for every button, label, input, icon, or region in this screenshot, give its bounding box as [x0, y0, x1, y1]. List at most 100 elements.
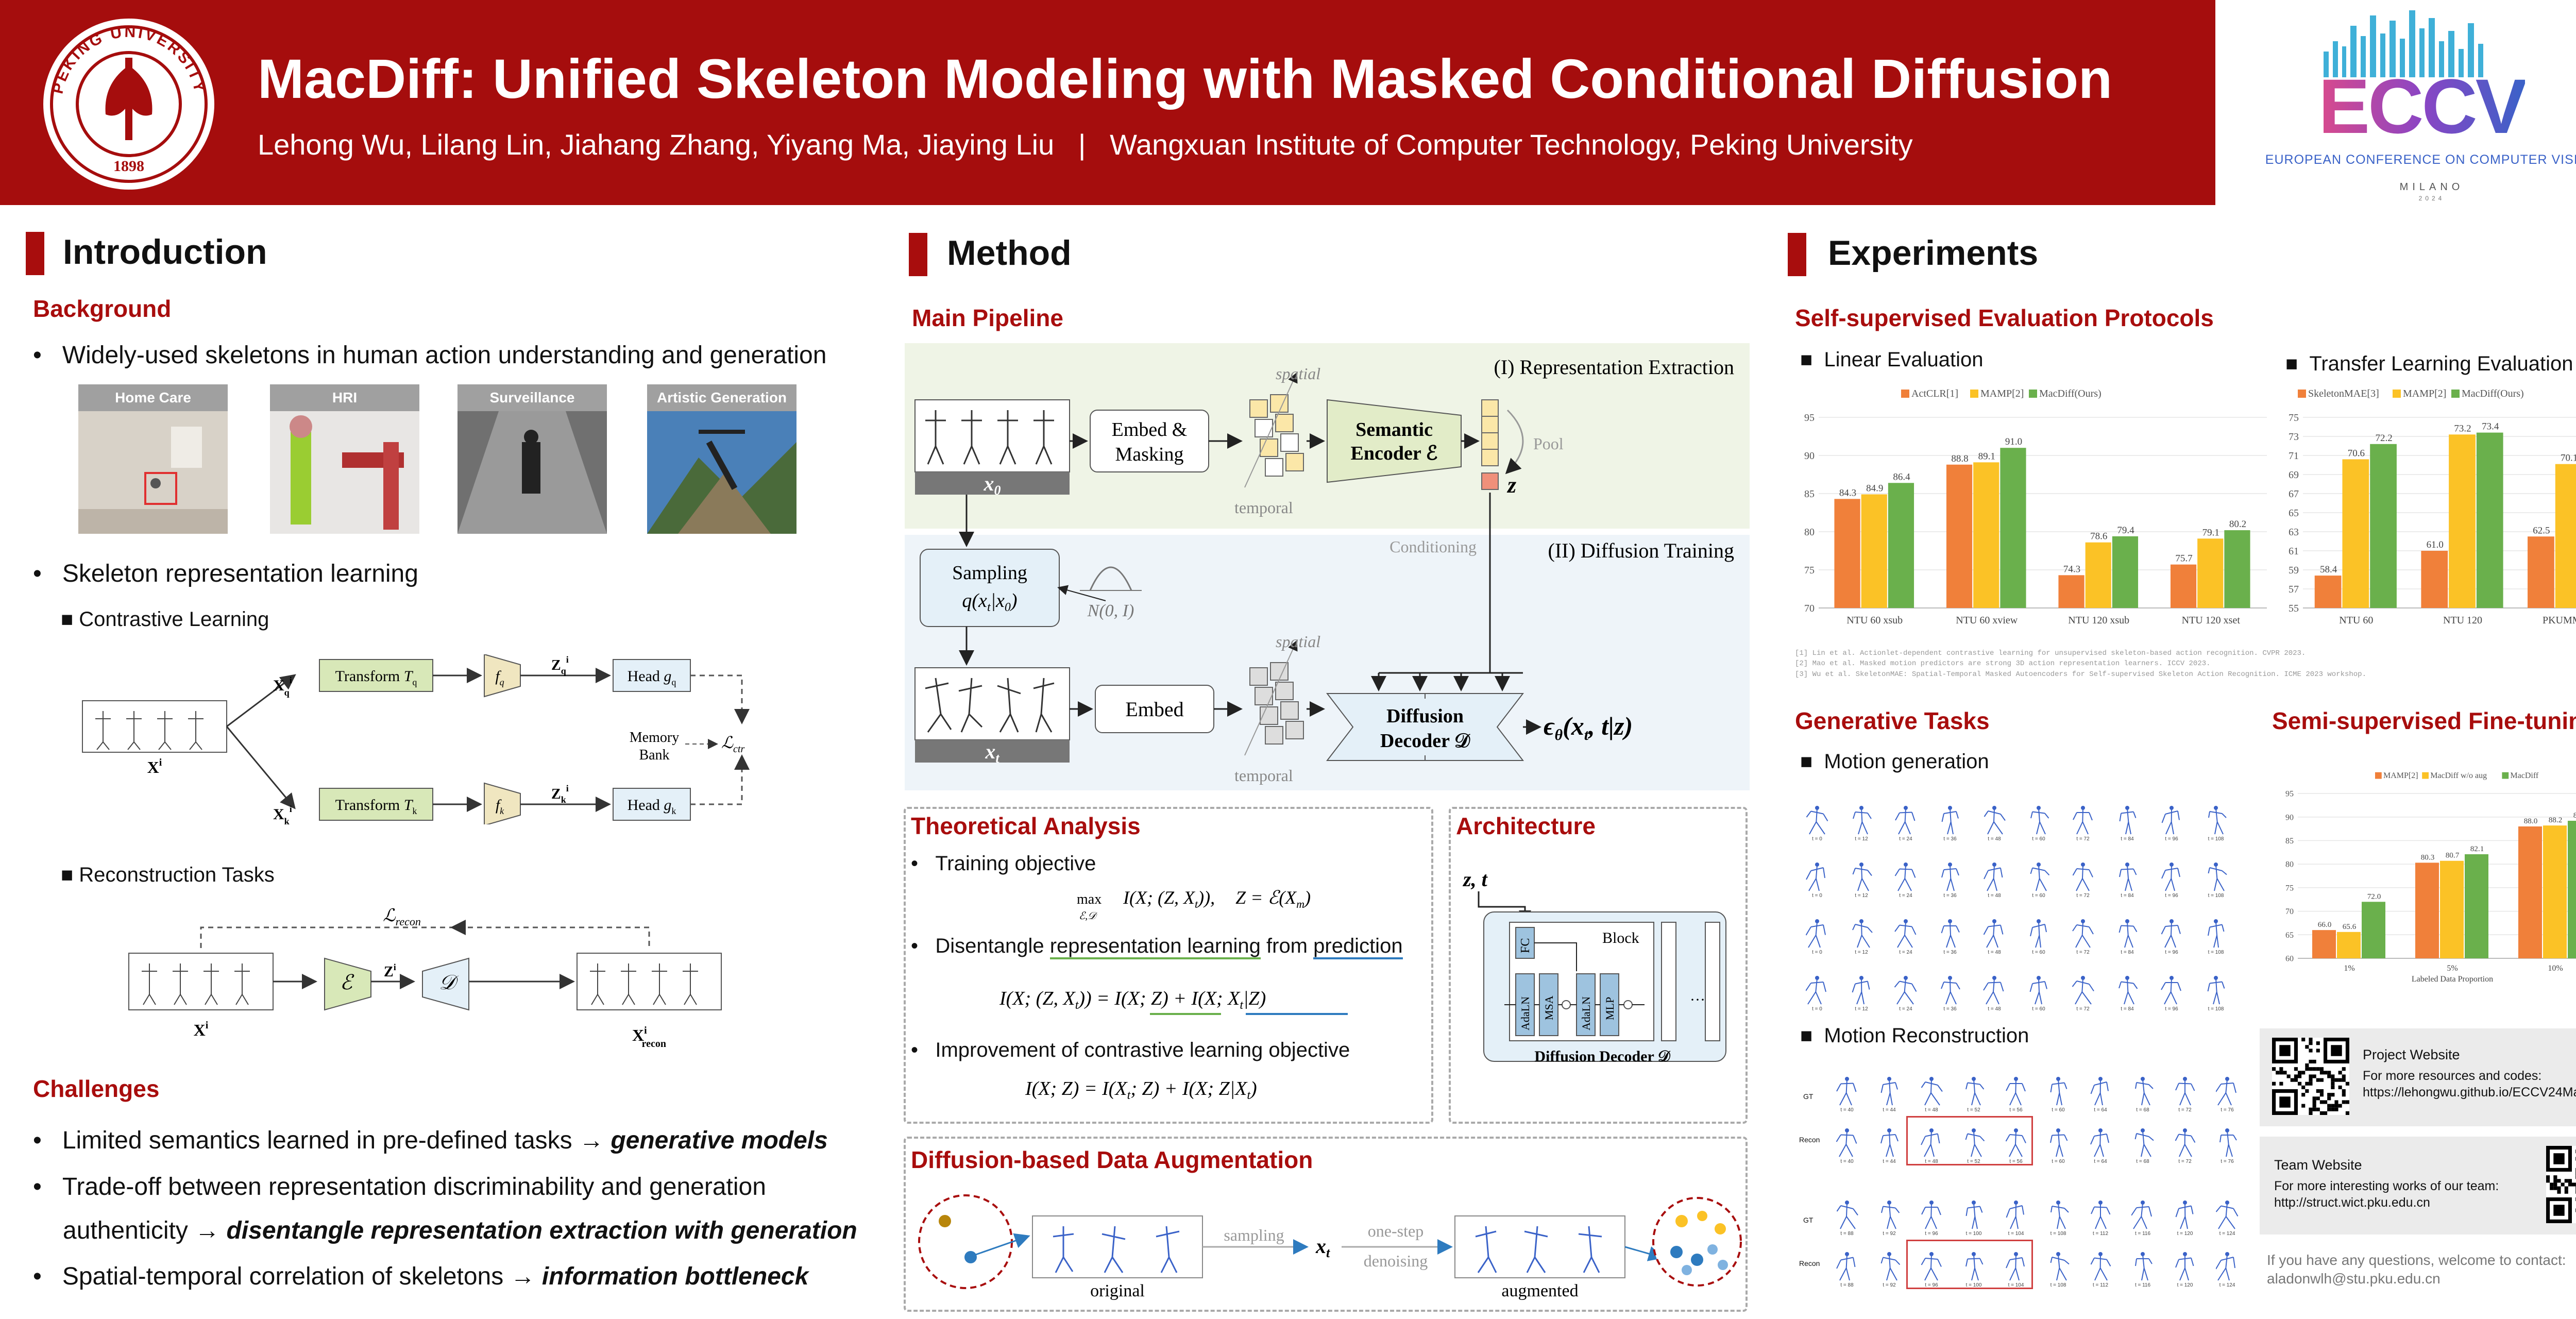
legend-swatch — [2393, 390, 2401, 398]
data-label: 84.3 — [1839, 487, 1856, 498]
augmentation-heading: Diffusion-based Data Augmentation — [911, 1146, 1313, 1173]
frame-time-label: t = 36 — [1943, 836, 1957, 842]
frame-time-label: t = 100 — [1965, 1231, 1982, 1237]
svg-text:Head gk: Head gk — [628, 797, 676, 816]
svg-text:temporal: temporal — [1234, 498, 1293, 517]
legend-swatch — [1901, 390, 1909, 398]
svg-text:Sampling: Sampling — [952, 562, 1027, 584]
section-marker — [909, 233, 927, 276]
legend-swatch — [2298, 390, 2306, 398]
skeleton-frame: t = 108 — [2194, 955, 2238, 1012]
skeleton-frame: t = 52 — [1953, 1061, 1995, 1113]
legend-label: MAMP[2] — [1980, 388, 2024, 399]
bar — [2421, 551, 2448, 608]
contact-email[interactable]: aladonwlh@stu.pku.edu.cn — [2267, 1271, 2441, 1287]
x-tick-label: NTU 120 — [2443, 615, 2482, 626]
x-tick-label: NTU 120 xset — [2182, 615, 2241, 626]
frame-time-label: t = 48 — [1988, 1006, 2001, 1012]
skeleton-frame: t = 0 — [1795, 899, 1839, 955]
y-tick-label: 85 — [2285, 837, 2294, 845]
bar — [2058, 575, 2084, 608]
frame-time-label: t = 96 — [2165, 893, 2178, 899]
seal-year: 1898 — [113, 158, 144, 175]
skeleton-frame: t = 48 — [1972, 899, 2016, 955]
frame-time-label: t = 76 — [2221, 1159, 2234, 1164]
bar — [1834, 499, 1860, 608]
project-qr-code[interactable] — [2272, 1038, 2349, 1115]
skeleton-frame: t = 64 — [2079, 1113, 2122, 1164]
svg-text:Block: Block — [1602, 929, 1639, 946]
y-tick-label: 65 — [2289, 508, 2299, 519]
svg-text:Zqi: Zqi — [551, 654, 569, 676]
frame-time-label: t = 88 — [1840, 1231, 1854, 1237]
data-label: 72.2 — [2375, 433, 2392, 444]
frame-time-label: t = 12 — [1855, 836, 1868, 842]
x-tick-label: 5% — [2447, 964, 2458, 973]
svg-text:AdaLN: AdaLN — [1519, 996, 1532, 1030]
svg-text:···: ··· — [1690, 991, 1705, 1008]
svg-text:FC: FC — [1519, 938, 1532, 953]
challenge-2b: authenticity → disentangle representatio… — [63, 1217, 857, 1244]
svg-text:ℒrecon: ℒrecon — [383, 906, 421, 928]
skeleton-frame: t = 116 — [2122, 1237, 2164, 1288]
frame-time-label: t = 96 — [2165, 950, 2178, 955]
y-tick-label: 95 — [1804, 412, 1815, 424]
svg-text:max: max — [1077, 891, 1101, 907]
data-label: 79.1 — [2202, 527, 2219, 538]
frame-time-label: t = 60 — [2032, 836, 2045, 842]
x-tick-label: NTU 60 xsub — [1846, 615, 1903, 626]
equation-1: max ℰ,𝒟 I(X; (Z, Xt)),Z = ℰ(Xm) — [1077, 887, 1311, 922]
theory-box — [904, 807, 1433, 1124]
equation-3: I(X; Z) = I(Xt; Z) + I(X; Z|Xt) — [1025, 1078, 1257, 1102]
frame-time-label: t = 72 — [2076, 893, 2090, 899]
bar — [2528, 536, 2554, 608]
skeleton-frame: t = 72 — [2164, 1061, 2206, 1113]
frame-time-label: t = 56 — [2009, 1107, 2023, 1113]
skeleton-frame: t = 88 — [1826, 1185, 1868, 1237]
svg-text:MLP: MLP — [1603, 997, 1616, 1020]
team-website-link[interactable]: http://struct.wict.pku.edu.cn — [2274, 1195, 2430, 1210]
legend-label: MacDiff(Ours) — [2039, 388, 2102, 399]
team-qr-code[interactable] — [2546, 1146, 2576, 1223]
skeleton-frame: t = 72 — [2164, 1113, 2206, 1164]
skeleton-frame: t = 72 — [2061, 955, 2105, 1012]
frame-time-label: t = 84 — [2121, 1006, 2134, 1012]
frame-time-label: t = 44 — [1883, 1159, 1896, 1164]
skeleton-frame: t = 60 — [2016, 785, 2061, 842]
bar — [2197, 538, 2224, 608]
challenge-2: • Trade-off between representation discr… — [33, 1173, 766, 1200]
legend-swatch — [2422, 772, 2429, 779]
data-label: 89.1 — [1978, 451, 1995, 462]
skeleton-frame: t = 108 — [2194, 842, 2238, 899]
frame-time-label: t = 40 — [1840, 1159, 1854, 1164]
legend-label: MacDiff(Ours) — [2462, 388, 2524, 399]
project-website-link[interactable]: https://lehongwu.github.io/ECCV24MacDiff… — [2363, 1085, 2576, 1100]
skeleton-frame: t = 84 — [2105, 785, 2149, 842]
data-label: 88.0 — [2524, 817, 2538, 825]
skeleton-frame: t = 108 — [2194, 899, 2238, 955]
team-website-box: Team Website For more interesting works … — [2260, 1137, 2576, 1235]
bar — [2555, 464, 2576, 608]
skeleton-frame: t = 72 — [2061, 785, 2105, 842]
section-marker — [26, 232, 44, 275]
legend-label: MAMP[2] — [2403, 388, 2446, 399]
data-label: 73.4 — [2482, 421, 2499, 432]
svg-text:Zki: Zki — [551, 783, 569, 805]
background-heading: Background — [33, 295, 172, 322]
svg-text:Xi: Xi — [194, 1020, 209, 1039]
photo-home-care: Home Care — [78, 384, 228, 534]
legend-swatch — [1970, 390, 1978, 398]
theory-point-2: • Disentangle representation learning fr… — [911, 935, 1403, 959]
skeleton-frame: t = 120 — [2164, 1237, 2206, 1288]
svg-text:Pool: Pool — [1533, 434, 1564, 453]
svg-text:I(X; Z) = I(Xt; Z) + I(X; Z|Xt: I(X; Z) = I(Xt; Z) + I(X; Z|Xt) — [1025, 1078, 1257, 1102]
skeleton-frame: t = 40 — [1826, 1113, 1868, 1164]
frame-time-label: t = 64 — [2094, 1159, 2107, 1164]
skeleton-frame: t = 96 — [2149, 955, 2194, 1012]
svg-text:ℰ: ℰ — [340, 971, 354, 994]
frame-time-label: t = 48 — [1988, 893, 2001, 899]
bar — [2362, 902, 2385, 958]
y-tick-label: 69 — [2289, 469, 2299, 481]
frame-time-label: t = 116 — [2134, 1282, 2151, 1288]
skeleton-frame: t = 100 — [1953, 1185, 1995, 1237]
